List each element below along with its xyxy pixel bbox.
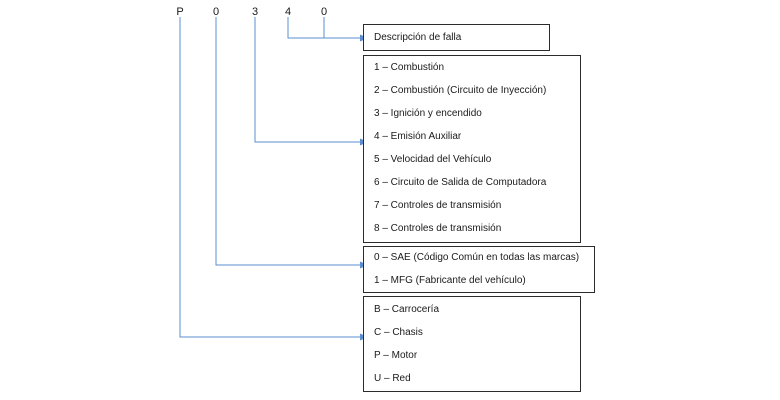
subsystem-item: 4 – Emisión Auxiliar (374, 131, 462, 142)
subsystem-item: 8 – Controles de transmisión (374, 223, 502, 234)
subsystem-item: 5 – Velocidad del Vehículo (374, 154, 492, 165)
connector-letter-p-to-system (179, 17, 362, 338)
system-item: P – Motor (374, 350, 418, 361)
subsystem-item: 2 – Combustión (Circuito de Inyección) (374, 85, 547, 96)
code-char-3: 3 (251, 6, 259, 18)
system-box: B – Carrocería C – Chasis P – Motor U – … (363, 296, 581, 392)
subsystem-item: 6 – Circuito de Salida de Computadora (374, 177, 547, 188)
subsystem-box: 1 – Combustión 2 – Combustión (Circuito … (363, 55, 581, 243)
code-type-item: 1 – MFG (Fabricante del vehículo) (374, 275, 526, 286)
subsystem-item: 3 – Ignición y encendido (374, 108, 482, 119)
connector-digit-4-to-description (287, 17, 362, 39)
system-item: B – Carrocería (374, 304, 440, 315)
subsystem-item: 7 – Controles de transmisión (374, 200, 502, 211)
code-type-box: 0 – SAE (Código Común en todas las marca… (363, 246, 595, 293)
system-item: U – Red (374, 373, 411, 384)
description-label: Descripción de falla (374, 32, 462, 43)
system-item: C – Chasis (374, 327, 423, 338)
subsystem-item: 1 – Combustión (374, 62, 445, 73)
code-type-item: 0 – SAE (Código Común en todas las marca… (374, 252, 580, 263)
code-char-p: P (176, 6, 184, 18)
code-char-4: 4 (284, 6, 292, 18)
code-char-0: 0 (212, 6, 220, 18)
code-char-0-last: 0 (320, 6, 328, 18)
connector-digit-3-to-subsystem (254, 17, 362, 143)
description-box: Descripción de falla (363, 24, 550, 51)
connector-digit-0-to-code-type (215, 17, 362, 266)
